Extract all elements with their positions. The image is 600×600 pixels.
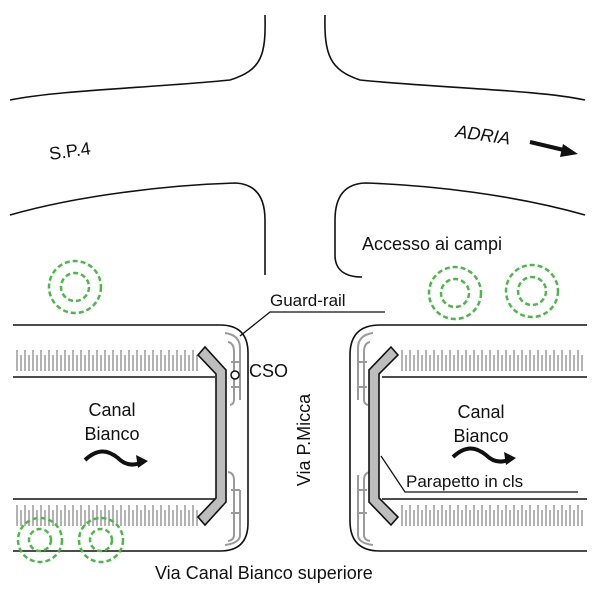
left-block-outline <box>13 324 249 552</box>
direction-arrow-shaft <box>529 140 569 153</box>
tree-icon <box>88 527 114 553</box>
guard-rail-right-top <box>357 332 374 400</box>
label-canal-right-1: Canal <box>457 402 504 422</box>
tree-icon <box>16 516 64 564</box>
label-sp4: S.P.4 <box>48 138 92 164</box>
tree-icon <box>47 259 103 315</box>
tree-icon <box>504 263 560 319</box>
label-canal-left-2: Bianco <box>84 424 139 444</box>
direction-arrow-head <box>560 144 578 157</box>
flow-arrow-left <box>83 449 143 467</box>
guard-rail-right-bottom <box>363 471 371 542</box>
label-canal-right-2: Bianco <box>453 426 508 446</box>
flow-arrow-right <box>451 446 511 464</box>
tree-icon <box>59 271 91 303</box>
flow-arrows <box>83 140 569 467</box>
parapet-leader <box>380 455 578 493</box>
parapet-left <box>196 345 227 527</box>
label-parapet: Parapetto in cls <box>406 472 523 491</box>
label-cso: CSO <box>249 361 288 381</box>
cso-manhole <box>230 370 240 380</box>
road-outlines <box>9 14 587 552</box>
right-block-outline <box>349 324 587 552</box>
label-guard-rail: Guard-rail <box>270 291 346 310</box>
label-canal-left-1: Canal <box>88 400 135 420</box>
flow-arrow-left-head <box>136 455 148 468</box>
road-edge-lower-left <box>9 182 266 275</box>
label-via-pmicca: Via P.Micca <box>294 393 314 486</box>
road-edge-lower-right <box>334 182 586 278</box>
guard-rail-right-top-inner <box>363 341 371 406</box>
guard-rail-leader <box>239 311 385 337</box>
road-edge-top-left <box>9 14 266 101</box>
guard-rail-left-bottom <box>227 471 235 542</box>
guard-rail-left-bottom-outer <box>224 490 241 546</box>
label-via-canal-bianco: Via Canal Bianco superiore <box>155 563 373 583</box>
embankment-hatching <box>16 350 583 526</box>
label-adria: ADRIA <box>453 121 511 149</box>
label-field-access: Accesso ai campi <box>362 234 502 254</box>
tree-icon <box>427 265 483 321</box>
tree-icon <box>516 275 548 307</box>
guard-rail-left-top <box>224 332 241 400</box>
flow-arrow-right-head <box>504 452 516 465</box>
tree-icon <box>77 516 125 564</box>
parapet-right <box>368 345 400 527</box>
guard-rail-right-bottom-outer <box>357 475 374 546</box>
road-edge-top-right <box>324 14 586 101</box>
trees <box>16 259 560 564</box>
tree-icon <box>439 277 471 309</box>
tree-icon <box>27 527 53 553</box>
